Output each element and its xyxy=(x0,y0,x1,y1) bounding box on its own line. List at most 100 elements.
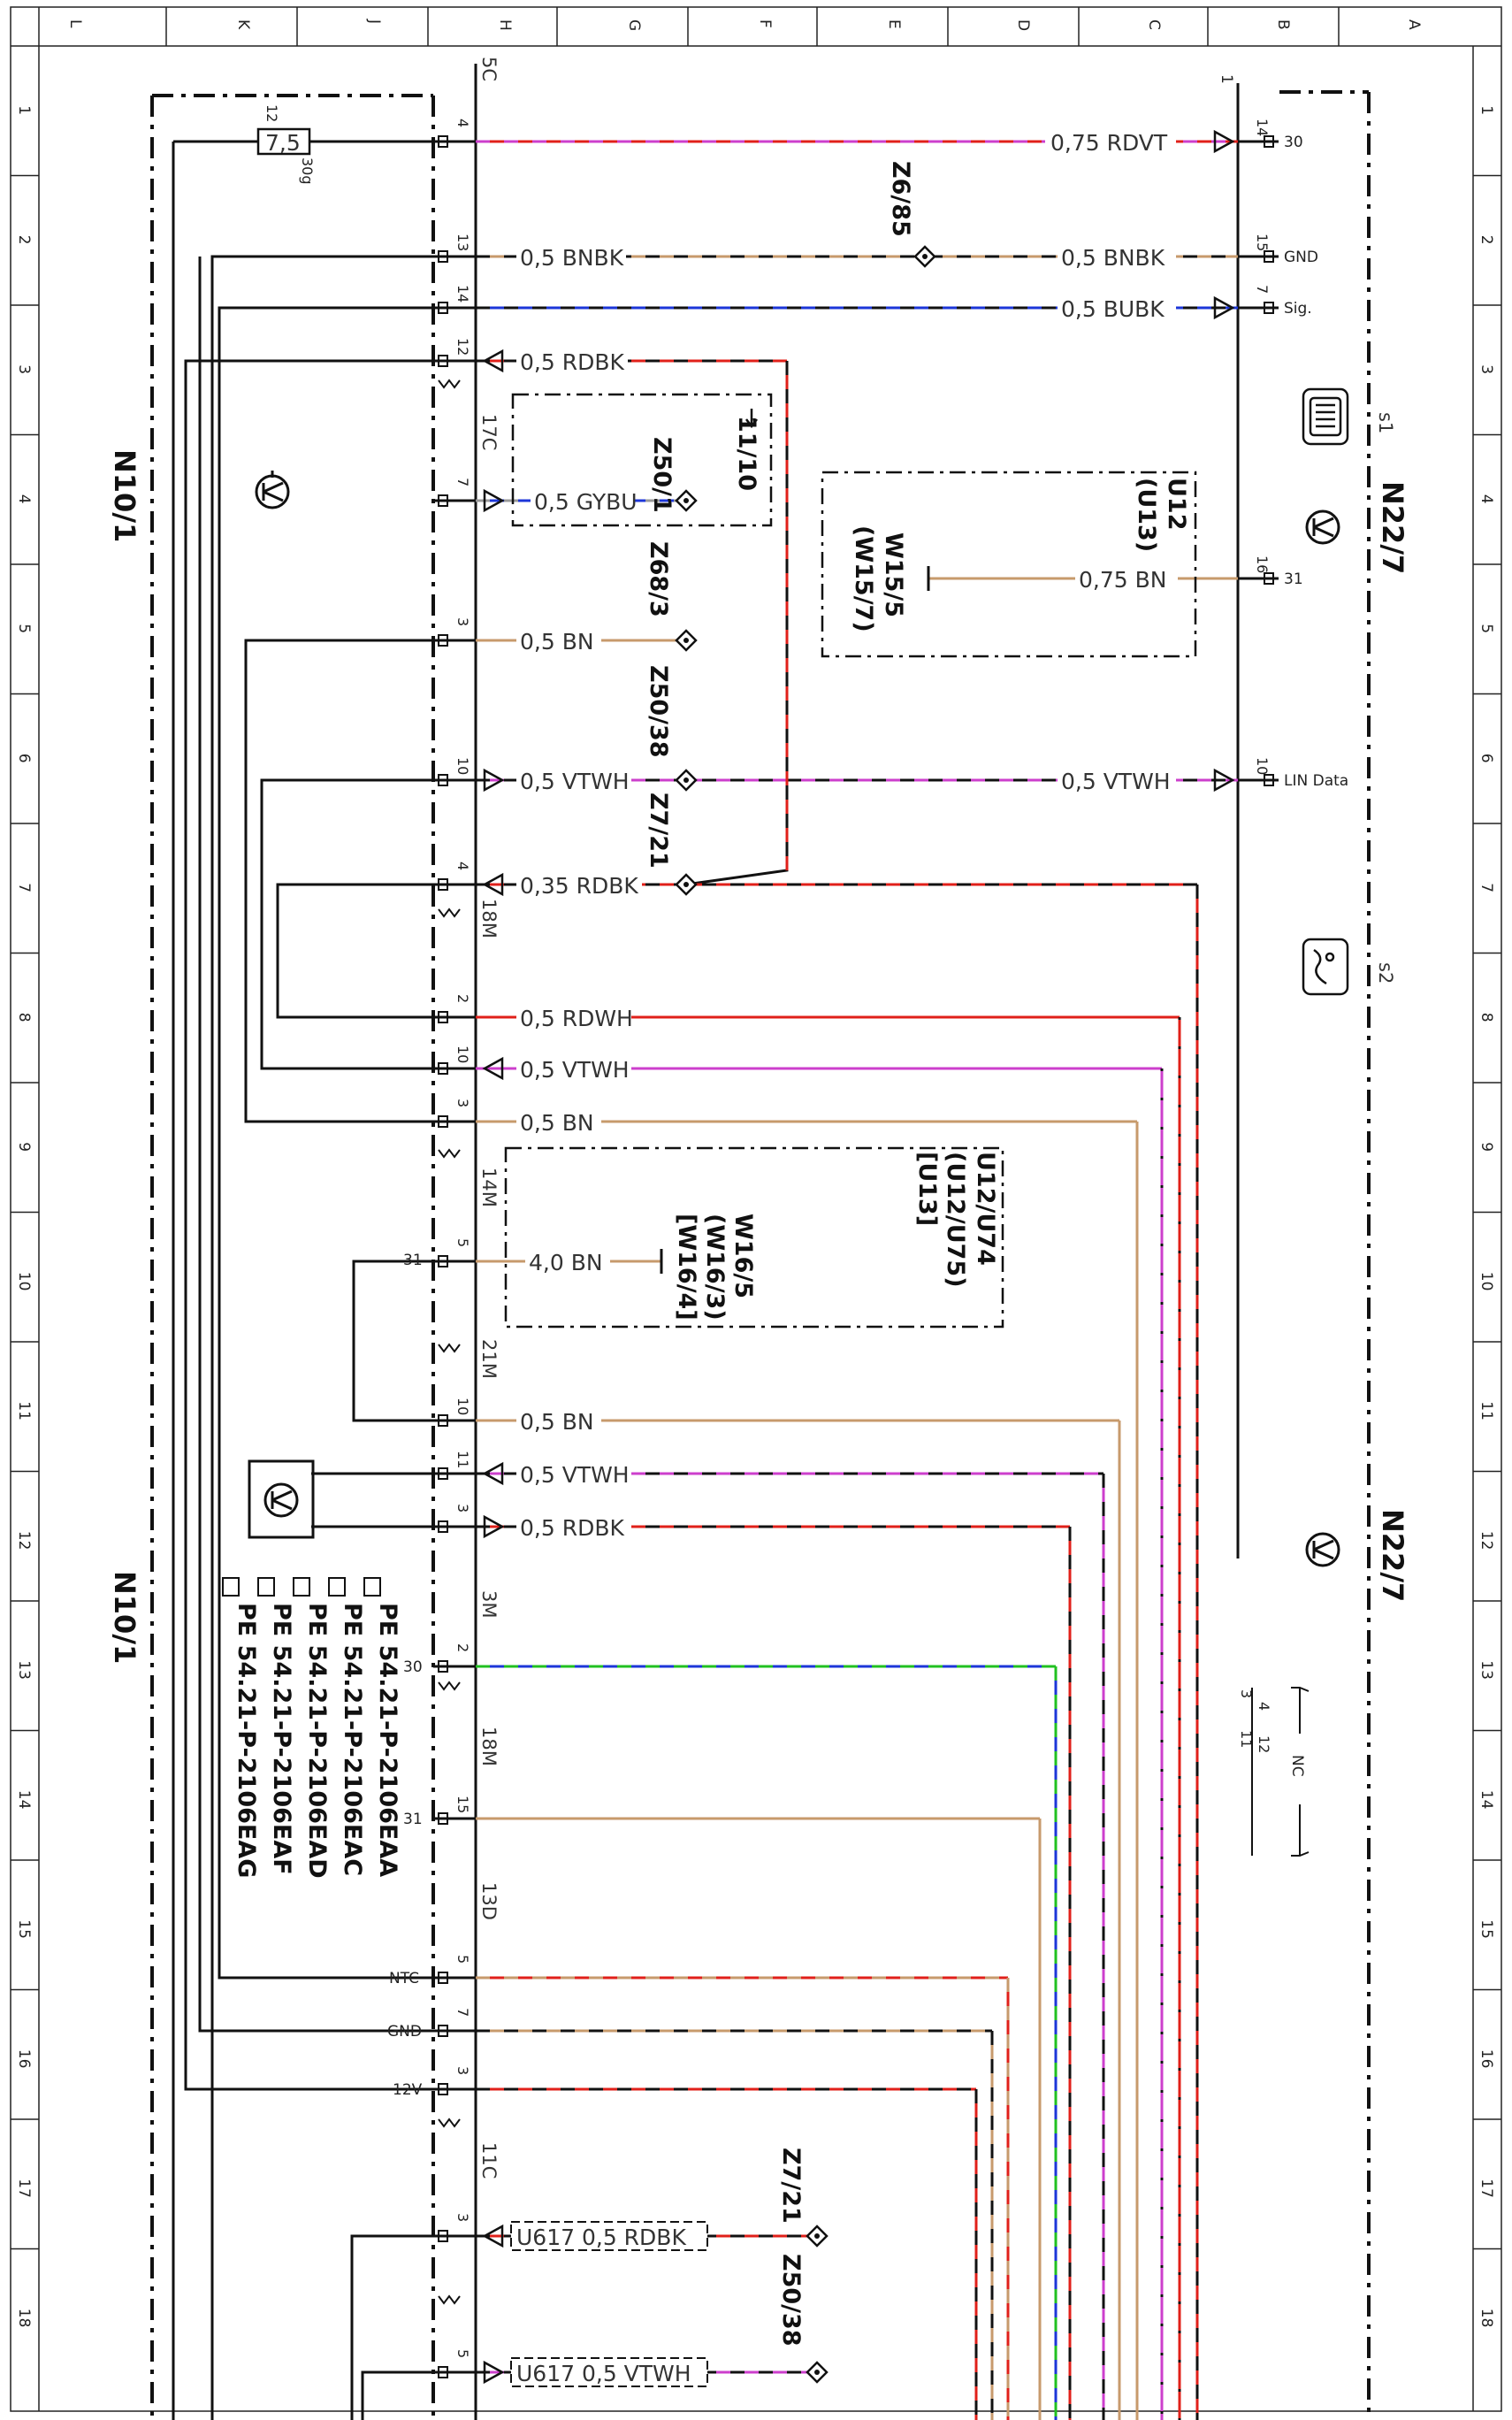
column-label: E xyxy=(885,19,903,29)
row-label-right: 16 xyxy=(1478,2049,1495,2069)
row-label-right: 18 xyxy=(1478,2309,1495,2328)
pin-contact xyxy=(438,774,448,786)
signal-arrow-icon xyxy=(1213,768,1235,793)
n10-1-label-lower: N10/1 xyxy=(108,1571,141,1664)
label-vtwh-10b: 0,5 VTWH xyxy=(520,1057,630,1083)
column-label: K xyxy=(234,19,252,30)
signal-arrow-icon xyxy=(482,1056,504,1081)
right-pin-contact xyxy=(1264,135,1274,148)
pin-contact xyxy=(438,1255,448,1267)
fuse-value: 7,5 xyxy=(265,130,301,156)
column-label: F xyxy=(756,19,774,28)
pin-contact xyxy=(438,135,448,148)
column-label: D xyxy=(1014,19,1032,31)
connector-right-1: 1 xyxy=(1218,74,1235,84)
connector-21m: 21M xyxy=(478,1339,500,1379)
right-label-31: 31 xyxy=(1284,571,1303,588)
wire-rdbk-4 xyxy=(276,883,1199,2420)
pin-contact xyxy=(438,2083,448,2095)
box-u12b-line3: [U13] xyxy=(913,1152,941,1226)
connector-5c: 5C xyxy=(478,57,500,81)
box-u12b-ref2: (W16/3) xyxy=(701,1214,729,1321)
pin-number: 7 xyxy=(454,2008,471,2017)
label-gybu: 0,5 GYBU xyxy=(534,489,638,515)
pin-contact xyxy=(438,1812,448,1825)
wire-label-bg xyxy=(516,129,1178,1539)
pin-contact xyxy=(438,355,448,367)
box-u12b-ref1: W16/5 xyxy=(729,1214,757,1298)
signal-arrow-icon xyxy=(1213,295,1235,320)
row-label-left: 16 xyxy=(15,2049,33,2069)
connector-end-icon xyxy=(438,1148,461,1159)
side-31-a: 31 xyxy=(403,1252,423,1269)
row-label-right: 1 xyxy=(1478,105,1495,115)
wire-rdbk-3 xyxy=(311,1525,1072,2420)
connector-3m: 3M xyxy=(478,1590,500,1618)
box-u12b-line1: U12/U74 xyxy=(972,1152,999,1266)
signal-arrow-icon xyxy=(483,488,505,513)
label-rdwh: 0,5 RDWH xyxy=(520,1006,633,1031)
label-vtwh-11: 0,5 VTWH xyxy=(520,1462,630,1488)
right-pin-labels: 30 GND Sig. 31 LIN Data xyxy=(1284,134,1348,790)
box-u12-line2: (U13) xyxy=(1133,478,1160,552)
right-pin-contact xyxy=(1264,250,1274,263)
pin-contact xyxy=(438,1972,448,1984)
box-u12 xyxy=(821,471,1197,658)
pin-contact xyxy=(438,302,448,314)
n10-1-label: N10/1 xyxy=(108,449,141,542)
pin-number: 10 xyxy=(454,757,471,775)
transistor-icon-n22-top xyxy=(1305,509,1340,545)
connector-17c: 17C xyxy=(478,414,500,450)
row-label-left: 7 xyxy=(15,883,33,892)
splice-z7-21-b: Z7/21 xyxy=(777,2148,805,2224)
splice-dot-icon xyxy=(814,2233,820,2239)
right-pin-number: 16 xyxy=(1254,555,1271,573)
connector-end-icon xyxy=(438,379,461,389)
pe-note: PE 54.21-P-2106EAG xyxy=(233,1603,260,1878)
label-bubk: 0,5 BUBK xyxy=(1061,296,1165,322)
pin-number: 12 xyxy=(454,338,471,356)
n22-7-label: N22/7 xyxy=(1376,481,1409,574)
nc-bracket xyxy=(1251,1687,1310,1857)
pin-contact xyxy=(438,2025,448,2037)
nc-label: NC xyxy=(1288,1755,1306,1777)
transistor-icon-n10 xyxy=(255,471,290,509)
pe-note: PE 54.21-P-2106EAF xyxy=(268,1603,295,1875)
connector-18m: 18M xyxy=(478,899,500,938)
row-label-right: 17 xyxy=(1478,2179,1495,2198)
wire-bu-gn xyxy=(476,1665,1058,2420)
u617-rdbk-box: U617 0,5 RDBK xyxy=(510,2221,708,2251)
row-label-left: 13 xyxy=(15,1660,33,1680)
label-rdbk-12: 0,5 RDBK xyxy=(520,349,624,375)
splice-dot-icon xyxy=(922,254,928,259)
box-u12b-line2: (U12/U75) xyxy=(942,1152,969,1288)
row-label-left: 9 xyxy=(15,1142,33,1152)
pin-contact xyxy=(438,1115,448,1128)
right-pin-number: 7 xyxy=(1254,285,1271,294)
row-label-right: 11 xyxy=(1478,1401,1495,1421)
row-label-left: 4 xyxy=(15,494,33,504)
pin-contact xyxy=(438,1520,448,1533)
row-label-left: 8 xyxy=(15,1013,33,1022)
row-label-right: 9 xyxy=(1478,1142,1495,1152)
row-label-left: 2 xyxy=(15,235,33,245)
pin-contact xyxy=(438,1062,448,1075)
connector-13d: 13D xyxy=(478,1882,500,1920)
pin-number: 5 xyxy=(454,2349,471,2358)
wire-bn-15 xyxy=(476,1817,1042,2420)
column-label: G xyxy=(625,19,643,31)
pin-contact xyxy=(438,2366,448,2378)
n22-7-boundary xyxy=(1279,90,1371,2420)
box-u12-line1: U12 xyxy=(1163,478,1190,531)
splice-dot-icon xyxy=(683,638,689,643)
row-label-right: 3 xyxy=(1478,364,1495,374)
row-label-left: 12 xyxy=(15,1531,33,1551)
note-hand-icon xyxy=(257,1577,275,1597)
pin-number: 13 xyxy=(454,234,471,251)
right-pin-contact xyxy=(1264,572,1274,585)
connector-11c: 11C xyxy=(478,2142,500,2179)
right-pin-contact xyxy=(1264,302,1274,314)
row-label-left: 3 xyxy=(15,364,33,374)
right-label-lin: LIN Data xyxy=(1284,772,1348,790)
